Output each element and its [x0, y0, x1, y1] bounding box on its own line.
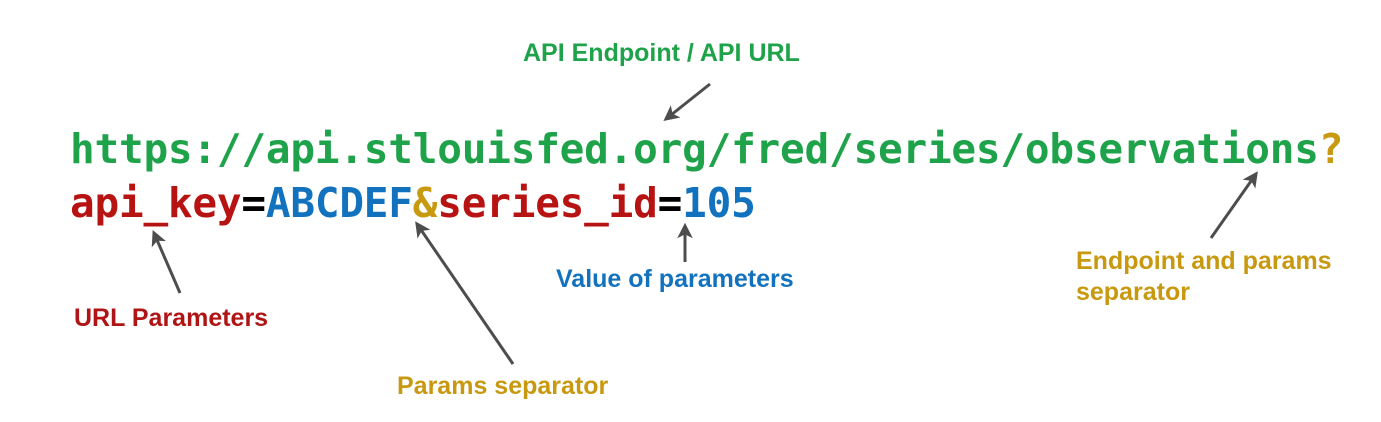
- url-segment-param-value-series-id: 105: [682, 179, 756, 227]
- annotation-label-api-endpoint: API Endpoint / API URL: [523, 39, 800, 67]
- annotation-label-value-of-parameters: Value of parameters: [556, 265, 794, 293]
- arrow-params-separator: [415, 221, 515, 365]
- arrow-url-parameters: [151, 229, 182, 294]
- url-segment-equals-1: =: [241, 179, 266, 227]
- url-segment-query-separator: ?: [1318, 125, 1344, 173]
- url-segment-endpoint: https://api.stlouisfed.org/fred/series/o…: [70, 125, 1319, 173]
- api-url-string: https://api.stlouisfed.org/fred/series/o…: [70, 122, 1343, 230]
- annotation-label-url-parameters: URL Parameters: [74, 304, 269, 332]
- url-segment-param-value-api-key: ABCDEF: [265, 179, 413, 227]
- url-segment-param-name-api-key: api_key: [70, 179, 242, 227]
- arrow-endpoint: [663, 82, 711, 122]
- annotation-label-endpoint-and-params-separator: Endpoint and params separator: [1076, 247, 1332, 306]
- url-segment-equals-2: =: [657, 179, 683, 227]
- annotation-label-params-separator: Params separator: [397, 372, 609, 400]
- url-segment-param-name-series-id: series_id: [437, 179, 658, 227]
- url-segment-param-separator: &: [412, 179, 438, 227]
